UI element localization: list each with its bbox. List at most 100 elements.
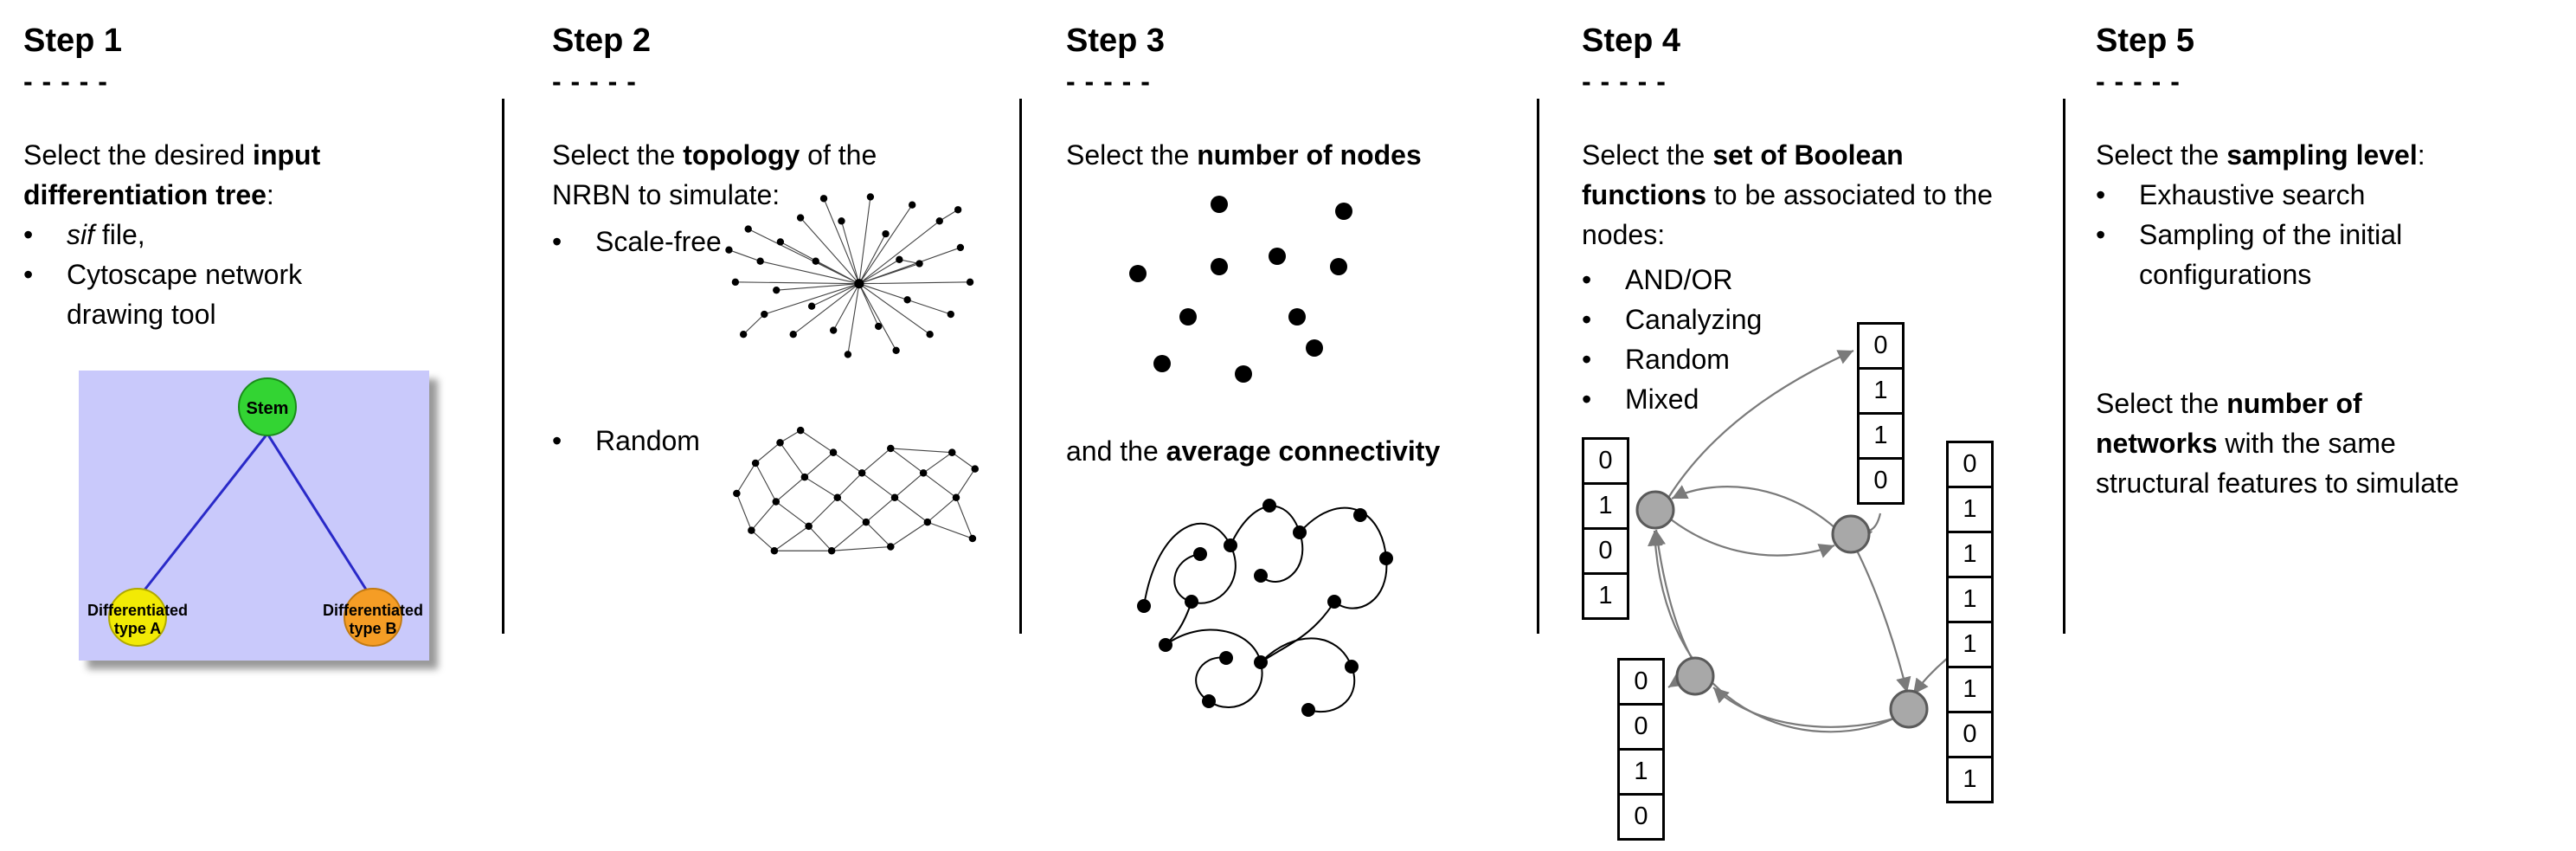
- truth-table-cell: 1: [1946, 486, 1994, 533]
- stem-label: Stem: [247, 399, 289, 418]
- differentiation-tree-illustration: Stem Differentiated type A Differentiate…: [79, 371, 429, 661]
- truth-table-top: 0 1 1 0: [1857, 322, 1905, 505]
- truth-table-cell: 1: [1946, 621, 1994, 668]
- bullet-marker: •: [23, 259, 34, 290]
- curved-edges: [1143, 505, 1388, 712]
- column-divider: [502, 99, 504, 634]
- boolean-node-4: [1889, 689, 1929, 729]
- step-1-title: Step 1: [23, 23, 123, 59]
- truth-table-bottom-left: 0 0 1 0: [1617, 658, 1665, 841]
- bullet-marker: •: [552, 226, 562, 257]
- regulation-arrows: [1648, 350, 1949, 733]
- scattered-nodes-illustration: [1126, 194, 1372, 390]
- type-a-label-line2: type A: [114, 620, 161, 637]
- step-5-column: Step 5 - - - - - Select the sampling lev…: [2096, 0, 2546, 503]
- bullet-scale-free: • Scale-free: [552, 222, 959, 261]
- truth-table-right: 0 1 1 1 1 1 0 1: [1946, 441, 1994, 803]
- network-nodes: [733, 426, 980, 555]
- average-connectivity-illustration: [1131, 476, 1399, 732]
- truth-table-cell: 1: [1857, 412, 1905, 460]
- bullet-mixed: • Mixed: [1582, 379, 2023, 419]
- bullet-marker: •: [552, 425, 562, 456]
- network-edges: [736, 429, 976, 551]
- differentiated-type-a-node: [108, 588, 167, 647]
- step-4-title: Step 4: [1582, 23, 1681, 59]
- column-divider: [1537, 99, 1539, 634]
- bullet-sampling-initial-configurations: • Sampling of the initial configurations: [2096, 215, 2546, 294]
- step-3-nodes-text: Select the number of nodes: [1066, 139, 1422, 171]
- bullet-cytoscape: • Cytoscape network drawing tool: [23, 255, 456, 334]
- step-4-dashes: - - - - -: [1582, 66, 1667, 97]
- stem-node: [238, 377, 297, 436]
- network-nodes: [725, 193, 974, 358]
- step-2-dashes: - - - - -: [552, 66, 637, 97]
- boolean-network-svg: [1635, 350, 1949, 733]
- bullet-random: • Random: [552, 421, 959, 461]
- truth-table-cell: 1: [1946, 666, 1994, 713]
- bullet-marker: •: [23, 219, 34, 250]
- bullet-random-functions: • Random: [1582, 339, 2023, 379]
- scale-free-network-svg: [725, 193, 974, 358]
- truth-table-cell: 0: [1582, 527, 1629, 575]
- step-3-dashes: - - - - -: [1066, 66, 1151, 97]
- bullet-sif-file: • sif file,: [23, 215, 456, 255]
- bullet-marker: •: [2096, 219, 2106, 250]
- column-divider: [1019, 99, 1022, 634]
- truth-table-cell: 0: [1617, 793, 1665, 841]
- step-2-intro: Select the topology of the NRBN to simul…: [552, 139, 877, 210]
- type-b-label-line1: Differentiated: [323, 602, 423, 619]
- step-5-title: Step 5: [2096, 23, 2195, 59]
- step-2-title: Step 2: [552, 23, 652, 59]
- truth-table-cell: 1: [1857, 367, 1905, 415]
- bullet-marker: •: [2096, 179, 2106, 210]
- truth-table-cell: 0: [1946, 711, 1994, 758]
- bullet-marker: •: [1582, 304, 1592, 335]
- bullet-and-or: • AND/OR: [1582, 260, 2023, 300]
- step-4-column: Step 4 - - - - - Select the set of Boole…: [1582, 0, 2023, 419]
- truth-table-cell: 0: [1857, 457, 1905, 505]
- step-3-connectivity-text: and the average connectivity: [1066, 435, 1441, 467]
- step-1-column: Step 1 - - - - - Select the desired inpu…: [23, 0, 456, 334]
- node-dots: [1129, 196, 1352, 383]
- bullet-exhaustive-search: • Exhaustive search: [2096, 175, 2546, 215]
- truth-table-cell: 1: [1617, 748, 1665, 796]
- boolean-nodes: [1635, 490, 1929, 729]
- bullet-canalyzing: • Canalyzing: [1582, 300, 2023, 339]
- network-edges: [729, 197, 971, 355]
- bullet-marker: •: [1582, 344, 1592, 375]
- boolean-node-3: [1675, 656, 1715, 696]
- differentiated-type-b-node: [344, 588, 402, 647]
- tree-edges: [141, 433, 369, 593]
- scattered-nodes-svg: [1129, 196, 1352, 383]
- step-5-dashes: - - - - -: [2096, 66, 2181, 97]
- step-1-intro: Select the desired input differentiation…: [23, 139, 321, 210]
- column-divider: [2063, 99, 2065, 634]
- truth-table-cell: 1: [1946, 531, 1994, 578]
- step-2-column: Step 2 - - - - - Select the topology of …: [552, 0, 959, 461]
- truth-table-cell: 0: [1582, 437, 1629, 485]
- differentiation-tree-svg: Stem Differentiated type A Differentiate…: [79, 371, 429, 661]
- graph-nodes: [1137, 499, 1393, 717]
- truth-table-cell: 1: [1582, 572, 1629, 620]
- boolean-network-diagram: 0 1 1 0 0 1 0 1 0 0 1 0 0 1 1 1 1 1 0 1: [1582, 312, 1997, 851]
- truth-table-cell: 0: [1617, 703, 1665, 751]
- scale-free-network-illustration: [723, 189, 982, 377]
- boolean-node-2: [1831, 514, 1871, 554]
- connectivity-graph-svg: [1137, 499, 1393, 717]
- random-network-svg: [733, 426, 980, 555]
- step-3-title: Step 3: [1066, 23, 1166, 59]
- step-4-intro: Select the set of Boolean functions to b…: [1582, 139, 1993, 250]
- step-3-column: Step 3 - - - - - Select the number of no…: [1066, 0, 1520, 471]
- truth-table-cell: 1: [1946, 576, 1994, 623]
- truth-table-cell: 1: [1582, 482, 1629, 530]
- bullet-marker: •: [1582, 384, 1592, 415]
- step-1-dashes: - - - - -: [23, 66, 108, 97]
- type-a-label-line1: Differentiated: [87, 602, 188, 619]
- step-5-sampling-text: Select the sampling level:: [2096, 139, 2425, 171]
- truth-table-left: 0 1 0 1: [1582, 437, 1629, 620]
- boolean-node-1: [1635, 490, 1675, 530]
- truth-table-cell: 0: [1857, 322, 1905, 370]
- random-network-illustration: [727, 416, 986, 576]
- type-b-label-line2: type B: [349, 620, 396, 637]
